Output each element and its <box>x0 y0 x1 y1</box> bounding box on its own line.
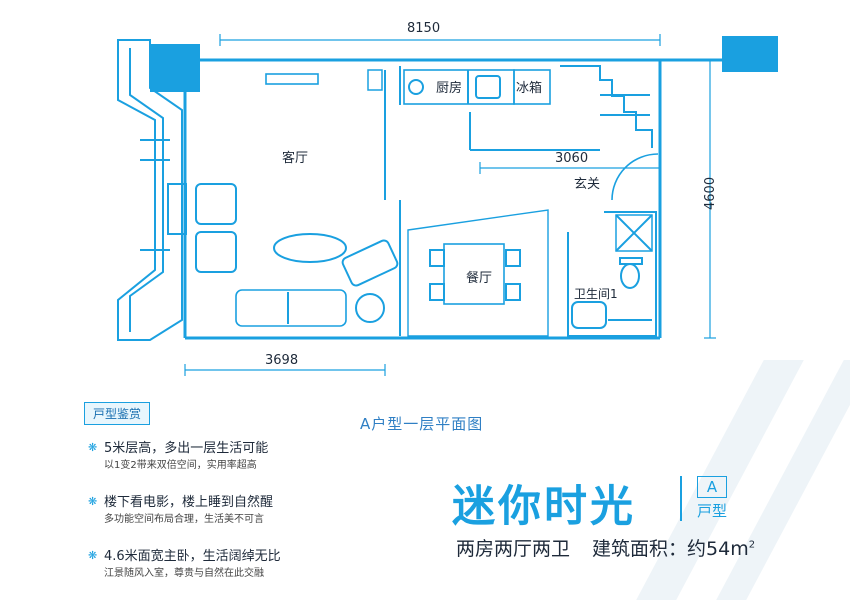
highlight-item: ❋ 5米层高，多出一层生活可能 以1变2带来双倍空间，实用率超高 <box>88 440 368 474</box>
snowflake-icon: ❋ <box>88 441 98 454</box>
room-label-entrance: 玄关 <box>574 177 600 192</box>
unit-area-superscript: 2 <box>748 539 756 551</box>
floor-plan-caption: A户型一层平面图 <box>360 415 484 433</box>
highlight-title: 楼下看电影，楼上睡到自然醒 <box>104 495 274 510</box>
highlight-item: ❋ 4.6米面宽主卧，生活阔绰无比 江景随风入室，尊贵与自然在此交融 <box>88 548 368 582</box>
highlight-item: ❋ 楼下看电影，楼上睡到自然醒 多功能空间布局合理，生活美不可言 <box>88 494 368 528</box>
room-label-living-room: 客厅 <box>282 150 308 166</box>
highlight-title: 4.6米面宽主卧，生活阔绰无比 <box>104 549 281 564</box>
room-label-kitchen: 厨房 <box>436 80 462 96</box>
highlights-tag: 戸型鉴赏 <box>84 402 151 425</box>
highlight-detail: 以1变2带来双倍空间，实用率超高 <box>104 460 257 471</box>
room-label-dining: 餐厅 <box>466 270 492 286</box>
floor-plan: 8150 3060 4600 3698 厨房 冰箱 客厅 玄关 餐厅 卫生间1 <box>117 21 778 376</box>
unit-area-label: 建筑面积：约54m <box>592 538 749 560</box>
snowflake-icon: ❋ <box>88 549 98 562</box>
dimension-bottom-width: 3698 <box>265 353 298 368</box>
highlight-detail: 多功能空间布局合理，生活美不可言 <box>104 514 264 525</box>
unit-type-label: 戸型 <box>696 502 727 520</box>
unit-type-letter: A <box>697 476 727 498</box>
product-name: 迷你时光 <box>452 482 636 532</box>
unit-type-badge: A 戸型 <box>680 476 742 521</box>
snowflake-icon: ❋ <box>88 495 98 508</box>
highlight-detail: 江景随风入室，尊贵与自然在此交融 <box>104 568 264 579</box>
highlight-title: 5米层高，多出一层生活可能 <box>104 441 269 456</box>
unit-area: 建筑面积：约54m2 <box>592 538 755 560</box>
unit-layout: 两房两厅两卫 <box>456 538 571 560</box>
dimension-right-height: 4600 <box>703 177 718 210</box>
dimension-inner-width: 3060 <box>555 151 588 166</box>
room-label-fridge: 冰箱 <box>516 80 542 96</box>
room-label-bathroom: 卫生间1 <box>574 287 618 301</box>
unit-spec: 两房两厅两卫建筑面积：约54m2 <box>456 534 755 561</box>
dimension-top-width: 8150 <box>407 21 440 36</box>
